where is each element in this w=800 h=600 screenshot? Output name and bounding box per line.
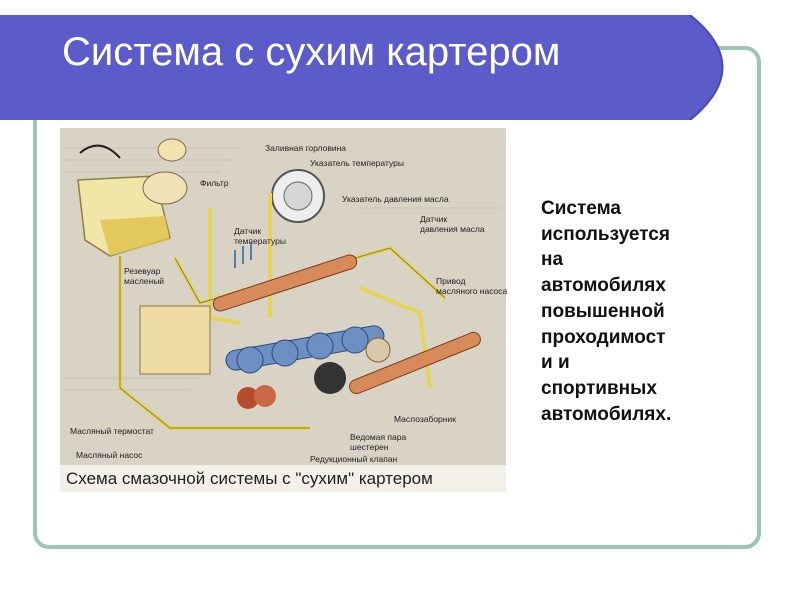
label-filler-neck: Заливная горловина — [265, 143, 347, 153]
body-line: Система — [541, 198, 621, 219]
label-pressure-sensor: Датчик давления масла — [420, 214, 485, 234]
label-thermostat: Масляный термостат — [70, 426, 154, 436]
label-reservoir-line1: Резевуар — [124, 266, 161, 276]
label-pressure-sensor-line1: Датчик — [420, 214, 448, 224]
label-reservoir-line2: масленый — [124, 276, 165, 286]
title-banner-shape — [0, 14, 724, 121]
body-line: повышенной — [541, 300, 665, 322]
body-line: автомобилях — [541, 275, 666, 297]
body-line: проходимост — [541, 326, 666, 348]
body-line: на — [541, 249, 564, 271]
label-pressure-indicator: Указатель давления масла — [342, 194, 449, 204]
body-line: используется — [541, 223, 670, 245]
figure-caption: Схема смазочной системы с "сухим" картер… — [60, 465, 506, 492]
body-line: и и — [541, 352, 570, 374]
engine-illustration — [60, 128, 506, 492]
lubrication-diagram: Заливная горловина Указатель температуры… — [60, 128, 507, 492]
label-pump-drive-line1: Привод — [436, 276, 466, 286]
title-banner — [0, 14, 755, 121]
label-pressure-sensor-line2: давления масла — [420, 224, 485, 234]
label-reduction-valve: Редукционный клапан — [310, 454, 398, 464]
label-oil-pump: Масляный насос — [76, 450, 143, 460]
label-pump-drive: Привод масляного насоса — [436, 276, 507, 296]
slide-body-text: Система используется на автомобилях повы… — [541, 196, 741, 427]
body-line: автомобилях. — [541, 403, 672, 425]
label-reservoir: Резевуар масленый — [124, 266, 164, 286]
label-temp-sensor-line1: Датчик — [234, 226, 262, 236]
label-pump-drive-line2: масляного насоса — [436, 286, 508, 296]
label-temp-indicator: Указатель температуры — [310, 158, 404, 168]
label-temp-sensor: Датчик температуры — [234, 226, 286, 246]
label-oil-intake: Маслозаборник — [394, 414, 456, 424]
label-driven-gears: Ведомая пара шестерен — [350, 432, 406, 452]
label-driven-gears-line2: шестерен — [350, 442, 389, 452]
label-temp-sensor-line2: температуры — [234, 236, 286, 246]
body-line: спортивных — [541, 377, 657, 399]
slide-title: Система с сухим картером — [62, 30, 561, 74]
figure-caption-text: Схема смазочной системы с "сухим" картер… — [66, 469, 433, 488]
label-filter: Фильтр — [200, 178, 229, 188]
label-driven-gears-line1: Ведомая пара — [350, 432, 407, 442]
